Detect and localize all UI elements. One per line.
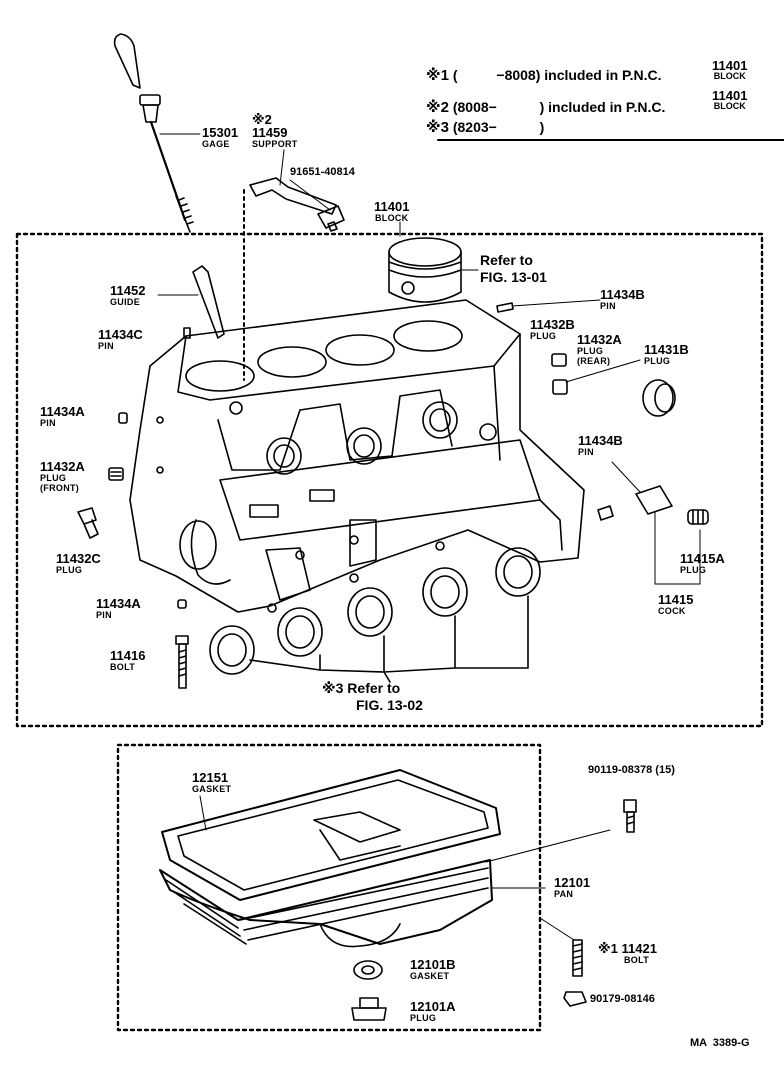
- label-pan-gasket: 12151 GASKET: [192, 770, 232, 794]
- label-stud: ※1 11421 BOLT: [598, 941, 657, 965]
- label-guide: 11452 GUIDE: [110, 283, 146, 307]
- label-support: ※2 11459 SUPPORT: [252, 112, 298, 149]
- drain-gasket-icon: [353, 960, 383, 980]
- ref-piston: Refer to FIG. 13-01: [480, 252, 547, 285]
- note-text: included in P.N.C.: [548, 99, 666, 115]
- cock-icon: [611, 461, 701, 585]
- plug-front-icon: [108, 467, 124, 481]
- note-range: (8008− ): [452, 99, 545, 115]
- pin-c-icon: [183, 327, 191, 339]
- cock-plug-icon: [687, 509, 709, 525]
- note-range: (8203− ): [452, 119, 545, 135]
- label-pin-a-bottom: 11434A PIN: [96, 596, 141, 620]
- pin-b-mid-icon: [597, 505, 614, 521]
- piston-icon: [388, 237, 479, 303]
- cylinder-block-icon: [129, 299, 585, 613]
- plug-b-icon: [551, 353, 567, 367]
- label-support-bolt: 91651-40814: [290, 166, 355, 178]
- label-pin-b-top: 11434B PIN: [600, 287, 645, 311]
- label-pin-b-mid: 11434B PIN: [578, 433, 623, 457]
- plug-c-icon: [77, 507, 99, 539]
- pin-b-top-icon: [496, 299, 601, 313]
- nut-icon: [563, 991, 587, 1007]
- label-block: 11401 BLOCK: [374, 199, 410, 223]
- support-bolt-icon: [289, 179, 345, 232]
- guide-icon: [157, 265, 225, 339]
- label-pan: 12101 PAN: [554, 875, 591, 899]
- legend-note-3: ※3 (8203− ): [426, 118, 544, 136]
- legend-note-1-pnc: 11401 BLOCK: [712, 58, 748, 81]
- label-pan-bolt: 90119-08378 (15): [588, 764, 675, 776]
- pan-bolt-icon: [485, 799, 637, 863]
- plug-a-rear-icon: [552, 379, 568, 395]
- label-gage: 15301 GAGE: [202, 125, 239, 149]
- ref-bearings: ※3 Refer to FIG. 13-02: [322, 680, 423, 713]
- label-block-bolt: 11416 BOLT: [110, 648, 146, 672]
- drain-plug-icon: [351, 997, 387, 1021]
- note-range: ( −8008): [452, 67, 541, 83]
- label-plug-c: 11432C PLUG: [56, 551, 101, 575]
- pin-a-top-icon: [118, 412, 128, 424]
- block-bolt-icon: [175, 635, 189, 689]
- note-mark: ※2: [426, 99, 449, 116]
- label-drain-gasket: 12101B GASKET: [410, 957, 456, 981]
- label-pin-a-top: 11434A PIN: [40, 404, 85, 428]
- oil-pan-icon: [159, 769, 546, 948]
- label-cock: 11415 COCK: [658, 592, 694, 616]
- figure-code: MA 3389-G: [690, 1037, 750, 1049]
- label-nut: 90179-08146: [590, 993, 655, 1005]
- main-bearings-icon: [209, 547, 541, 683]
- label-plug-a-rear: 11432A PLUG (REAR): [577, 332, 622, 366]
- legend-note-2: ※2 (8008− ) included in P.N.C.: [426, 98, 665, 116]
- pan-group-box: [116, 743, 542, 1032]
- legend-note-2-pnc: 11401 BLOCK: [712, 88, 748, 111]
- support-bracket-icon: [249, 149, 337, 215]
- label-plug-seal: 11431B PLUG: [644, 342, 689, 366]
- note-mark: ※1: [426, 67, 449, 84]
- note-text: included in P.N.C.: [544, 67, 662, 83]
- note-mark: ※3: [426, 119, 449, 136]
- pin-a-bottom-icon: [177, 599, 187, 609]
- label-cock-plug: 11415A PLUG: [680, 551, 725, 575]
- label-plug-front: 11432A PLUG (FRONT): [40, 459, 85, 493]
- label-pin-c: 11434C PIN: [98, 327, 143, 351]
- block-group-box: [15, 232, 764, 728]
- label-drain-plug: 12101A PLUG: [410, 999, 456, 1023]
- label-plug-b: 11432B PLUG: [530, 317, 575, 341]
- legend-note-1: ※1 ( −8008) included in P.N.C.: [426, 66, 661, 84]
- seal-plug-icon: [642, 379, 676, 417]
- gage-icon: [113, 33, 201, 233]
- stud-icon: [539, 917, 583, 977]
